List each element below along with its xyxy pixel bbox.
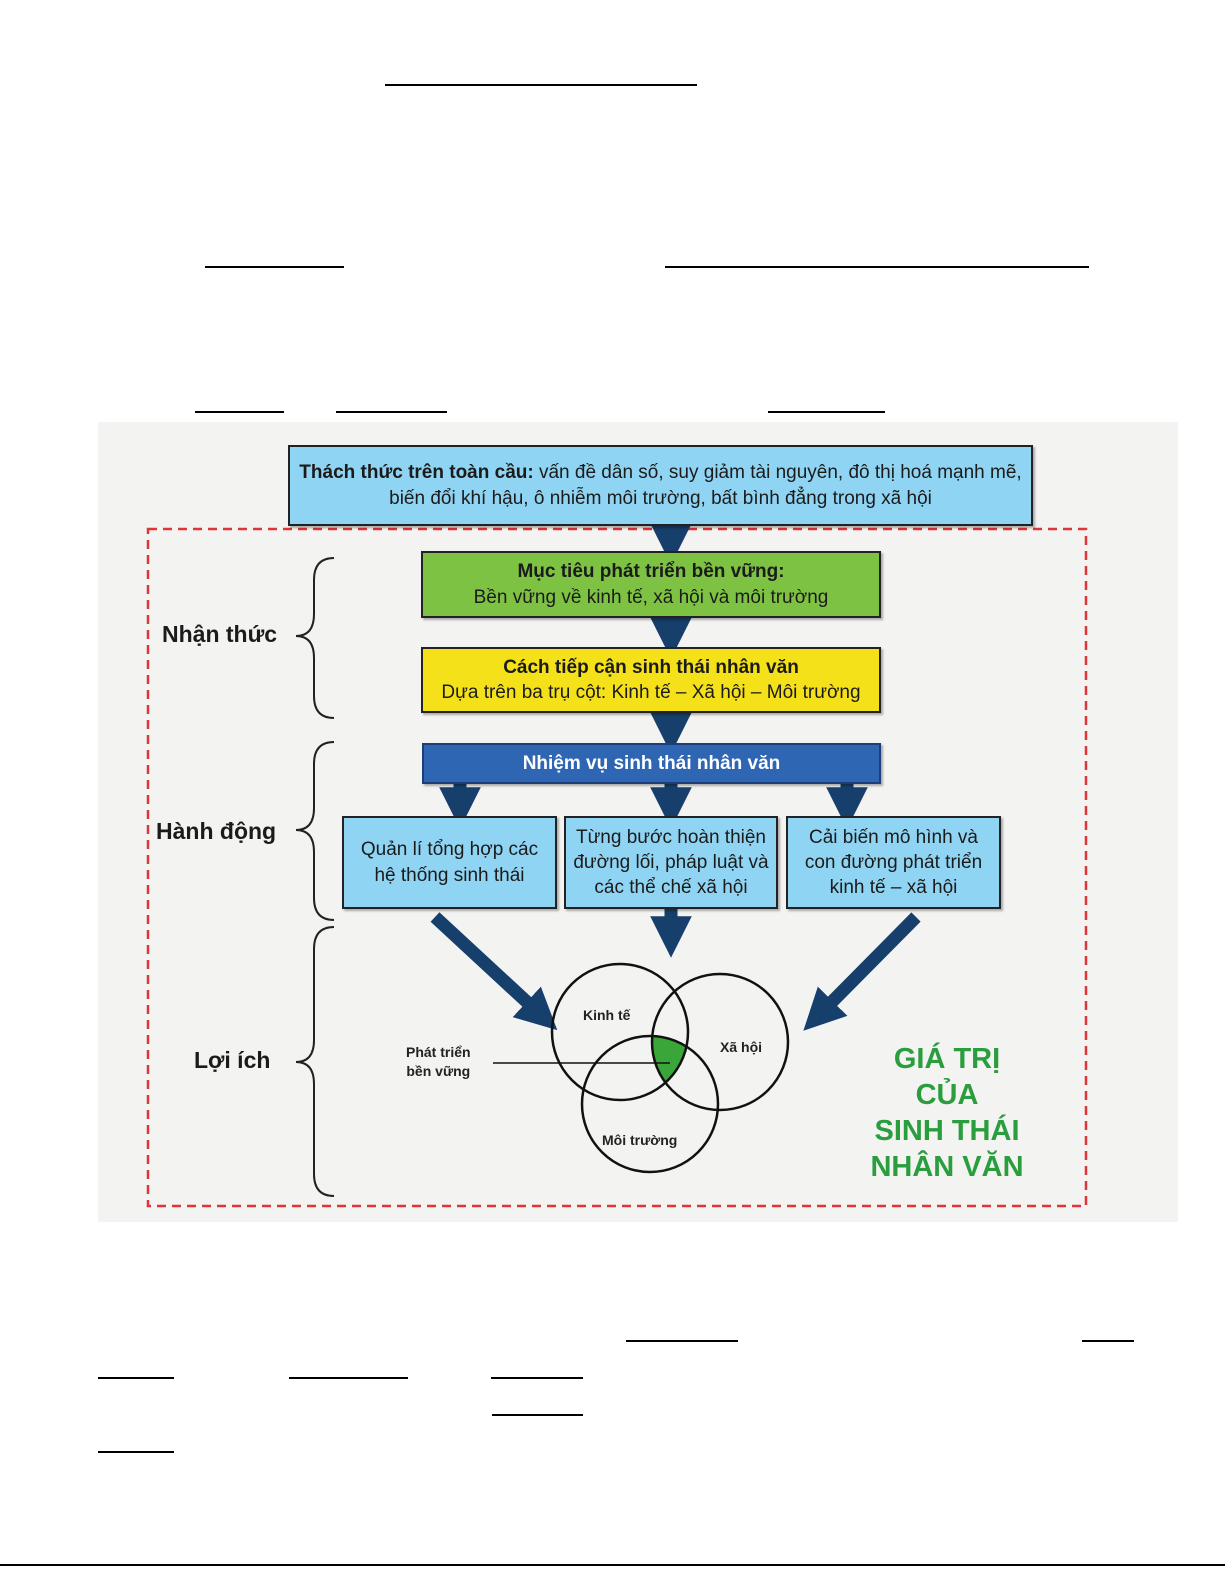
text-underline: [98, 1451, 174, 1453]
text-underline: [195, 411, 284, 413]
approach-box: Cách tiếp cận sinh thái nhân văn Dựa trê…: [421, 647, 881, 713]
venn-circle-society: [650, 972, 790, 1112]
brace-action: [295, 741, 335, 921]
venn-circle-environment: [580, 1034, 720, 1174]
text-underline: [491, 1377, 583, 1379]
global-challenges-title: Thách thức trên toàn cầu:: [299, 462, 534, 484]
global-challenges-box: Thách thức trên toàn cầu: vấn đề dân số,…: [288, 445, 1033, 526]
text-underline: [289, 1377, 408, 1379]
text-underline: [768, 411, 885, 413]
label-action: Hành động: [156, 818, 277, 844]
sustainable-goal-box: Mục tiêu phát triển bền vững: Bền vững v…: [421, 551, 881, 618]
humanistic-ecology-value-label: GIÁ TRỊ CỦA SINH THÁI NHÂN VĂN: [862, 1042, 1032, 1186]
text-underline: [98, 1377, 174, 1379]
action-ecosystem-label: Quản lí tổng hợp các hệ thống sinh thái: [360, 839, 539, 886]
sustainable-goal-text: Bền vững về kinh tế, xã hội và môi trườn…: [473, 586, 829, 608]
text-underline: [336, 411, 447, 413]
venn-sustainable-line1: Phát triển: [406, 1044, 471, 1060]
task-box: Nhiệm vụ sinh thái nhân văn: [422, 743, 881, 784]
brace-benefit: [295, 926, 335, 1197]
task-box-label: Nhiệm vụ sinh thái nhân văn: [522, 752, 781, 774]
label-awareness: Nhận thức: [162, 621, 278, 647]
dashed-frame: [146, 527, 1088, 1208]
text-underline: [1082, 1340, 1134, 1342]
global-challenges-text: vấn đề dân số, suy giảm tài nguyên, đô t…: [389, 462, 1022, 509]
page-bottom-rule: [0, 1564, 1225, 1566]
text-underline: [205, 266, 344, 268]
approach-title: Cách tiếp cận sinh thái nhân văn: [503, 656, 799, 678]
flow-arrows: [430, 523, 921, 1031]
label-benefit: Lợi ích: [194, 1047, 271, 1073]
venn-circle-economy: [550, 962, 690, 1102]
venn-label-society: Xã hội: [720, 1039, 763, 1055]
text-underline: [385, 84, 697, 86]
diagram-graphics: [146, 523, 1088, 1208]
value-label-line2: SINH THÁI: [874, 1114, 1020, 1147]
value-label-line3: NHÂN VĂN: [870, 1150, 1024, 1183]
action-box-ecosystem: Quản lí tổng hợp các hệ thống sinh thái: [342, 816, 557, 909]
action-policy-label: Từng bước hoàn thiện đường lối, pháp luậ…: [573, 826, 769, 899]
action-box-policy: Từng bước hoàn thiện đường lối, pháp luậ…: [564, 816, 778, 909]
venn-sustainable-line2: bền vững: [406, 1062, 471, 1079]
venn-label-economy: Kinh tế: [583, 1007, 631, 1023]
text-underline: [626, 1340, 738, 1342]
venn-label-sustainable: Phát triển bền vững: [406, 1043, 471, 1081]
sustainable-development-diagram: Thách thức trên toàn cầu: vấn đề dân số,…: [98, 422, 1178, 1222]
brace-awareness: [295, 557, 335, 719]
action-development-label: Cải biến mô hình và con đường phát triển…: [804, 826, 983, 899]
text-underline: [492, 1414, 583, 1416]
value-label-line1: GIÁ TRỊ CỦA: [893, 1043, 1001, 1111]
venn-label-environment: Môi trường: [602, 1132, 678, 1148]
text-underline: [665, 266, 1089, 268]
sustainable-goal-title: Mục tiêu phát triển bền vững:: [517, 561, 785, 583]
approach-text: Dựa trên ba trụ cột: Kinh tế – Xã hội – …: [441, 682, 861, 703]
action-box-development-model: Cải biến mô hình và con đường phát triển…: [786, 816, 1001, 909]
